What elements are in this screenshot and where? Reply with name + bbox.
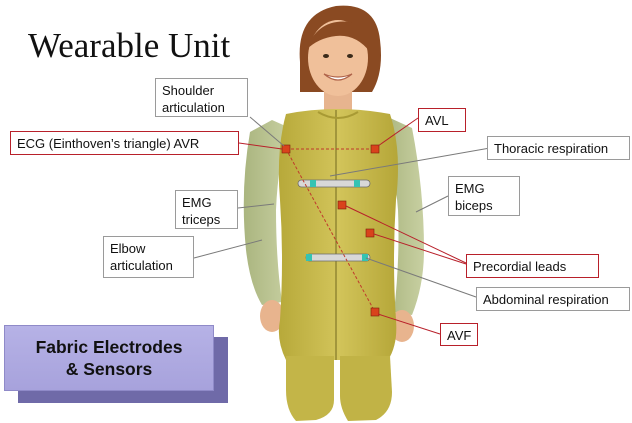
thoracic-band <box>298 180 370 187</box>
label-emg-biceps: EMG biceps <box>448 176 520 216</box>
label-abdominal-respiration: Abdominal respiration <box>476 287 630 311</box>
fabric-electrodes-badge: Fabric Electrodes & Sensors <box>4 325 214 391</box>
electrode-precordial-2 <box>366 229 374 237</box>
label-emg-triceps: EMG triceps <box>175 190 238 229</box>
abdominal-band <box>306 254 370 261</box>
electrode-precordial-1 <box>338 201 346 209</box>
label-elbow-articulation: Elbow articulation <box>103 236 194 278</box>
electrode-avf <box>371 308 379 316</box>
label-thoracic-respiration: Thoracic respiration <box>487 136 630 160</box>
electrode-avl <box>371 145 379 153</box>
label-avl: AVL <box>418 108 466 132</box>
label-ecg-avr: ECG (Einthoven’s triangle) AVR <box>10 131 239 155</box>
label-avf: AVF <box>440 323 478 346</box>
electrode-avr <box>282 145 290 153</box>
suit-legs <box>286 356 334 421</box>
label-precordial-leads: Precordial leads <box>466 254 599 278</box>
label-shoulder-articulation: Shoulder articulation <box>155 78 248 117</box>
suit-torso <box>279 109 398 360</box>
